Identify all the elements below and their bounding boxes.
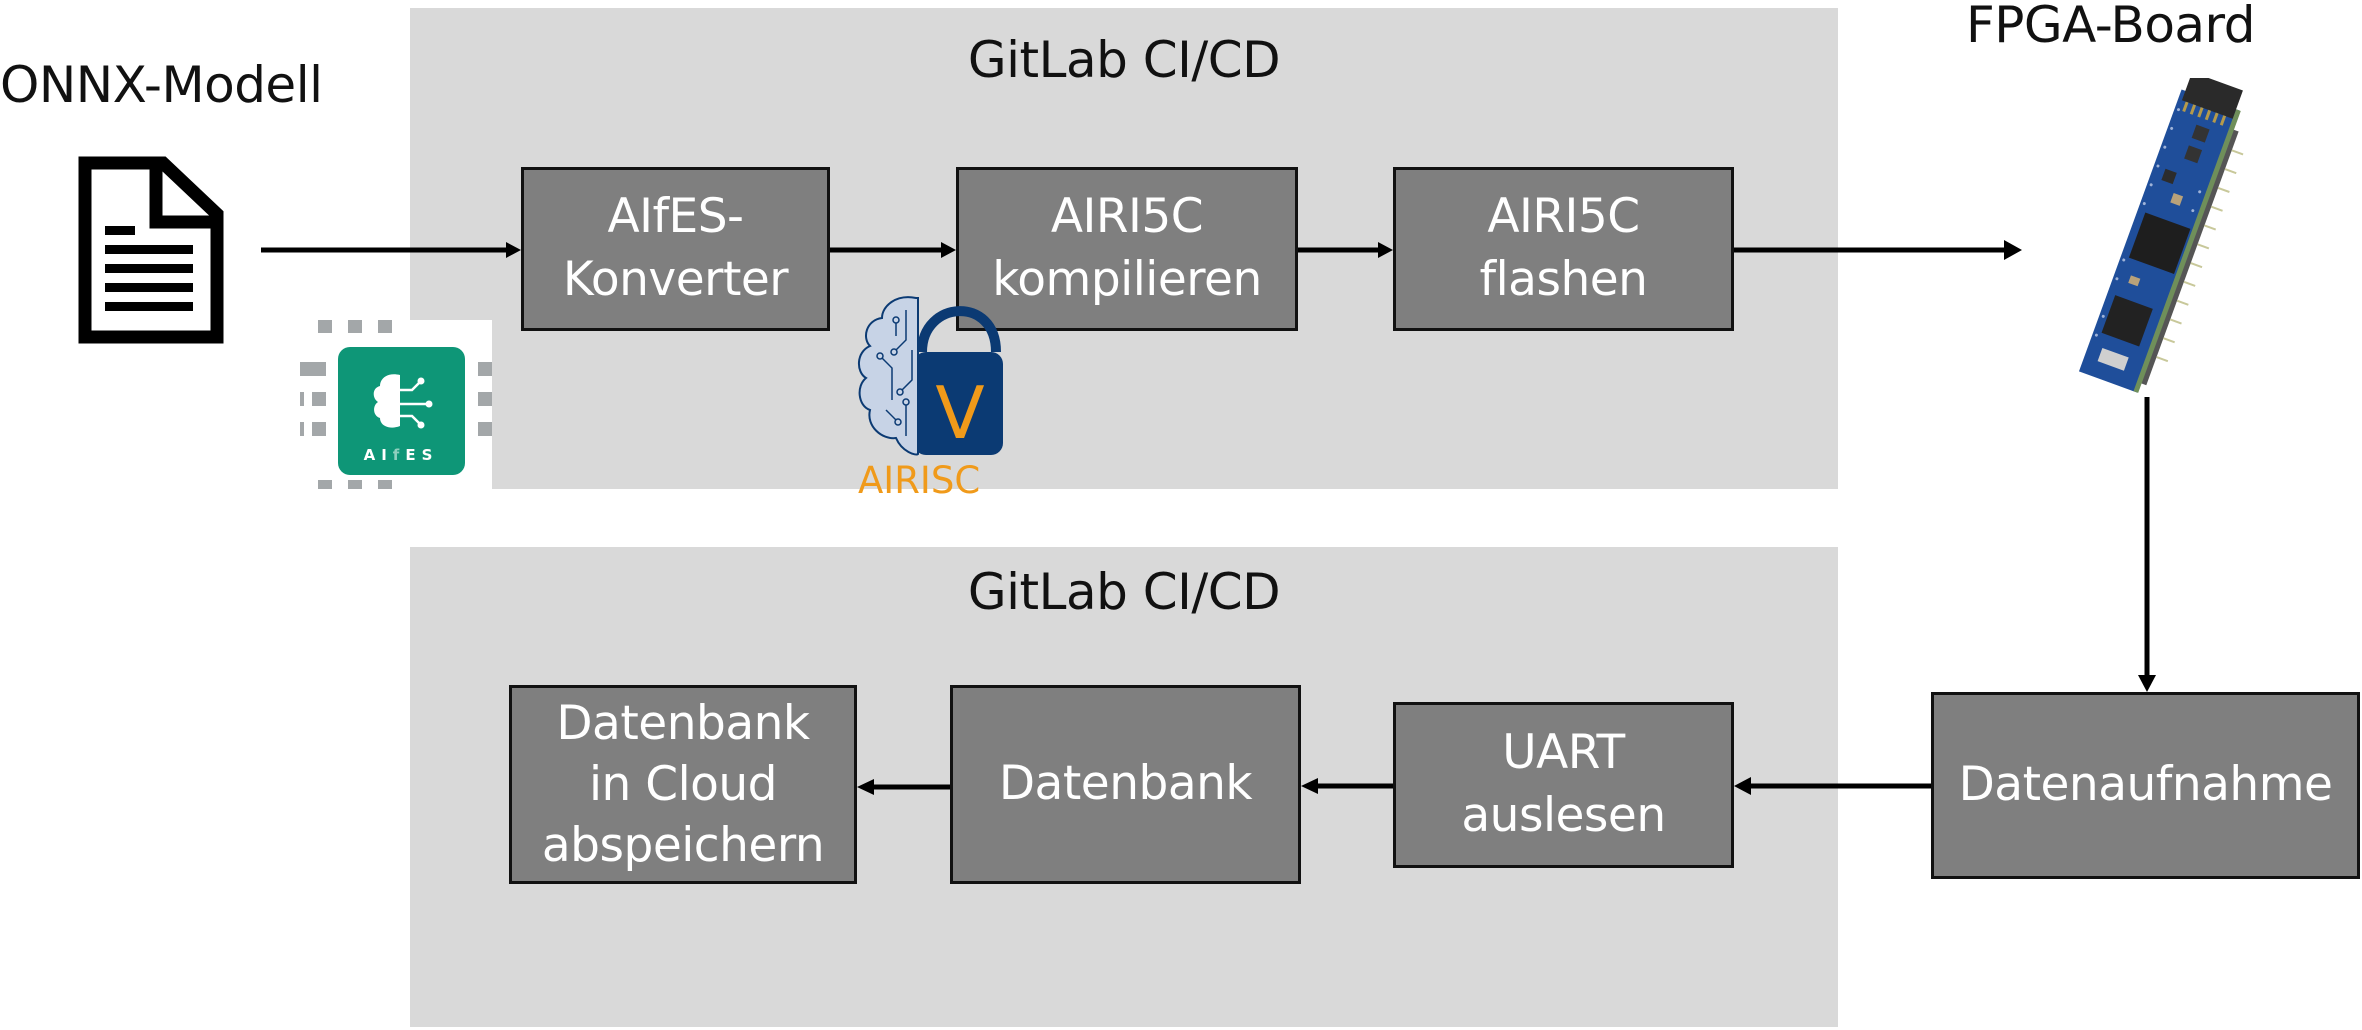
panel-title-bottom: GitLab CI/CD [967,563,1281,621]
step-database: Datenbank [950,685,1301,884]
step-line: in Cloud [588,756,778,812]
airisc-v-mark: V [935,371,984,455]
step-uart-read: UART auslesen [1393,702,1734,868]
airisc-logo-icon: V [858,296,1003,456]
aifes-logo: AIfES [290,320,492,489]
arrowhead [2138,675,2156,692]
aifes-chip-pins [312,362,492,436]
step-line: Datenbank [998,756,1253,812]
step-aifes-converter: AIfES- Konverter [521,167,830,331]
aifes-logo-text: AIfES [364,446,439,464]
step-line: AIRI5C [1050,189,1204,245]
step-airi5c-flash: AIRI5C flashen [1393,167,1734,331]
fpga-board-image [2078,78,2244,393]
arrowhead [2004,240,2022,260]
onnx-model-label: ONNX-Modell [0,56,323,114]
step-line: kompilieren [992,252,1262,307]
airisc-logo-text: AIRISC [858,459,981,502]
step-line: flashen [1479,252,1648,307]
step-line: UART [1502,725,1625,781]
step-store-db-cloud: Datenbank in Cloud abspeichern [509,685,857,884]
step-line: abspeichern [541,818,825,874]
step-line: Datenaufnahme [1958,757,2333,813]
aifes-chip-icon: AIfES [290,320,465,489]
step-line: AIfES- [607,189,744,245]
step-line: AIRI5C [1487,189,1640,245]
panel-title-top: GitLab CI/CD [967,31,1281,89]
document-icon [78,156,224,344]
step-data-acquisition: Datenaufnahme [1931,692,2360,879]
step-line: auslesen [1461,788,1666,843]
step-line: Konverter [562,252,789,307]
fpga-board-label: FPGA-Board [1966,0,2255,54]
step-airi5c-compile: AIRI5C kompilieren [956,167,1298,331]
step-line: Datenbank [556,695,810,751]
